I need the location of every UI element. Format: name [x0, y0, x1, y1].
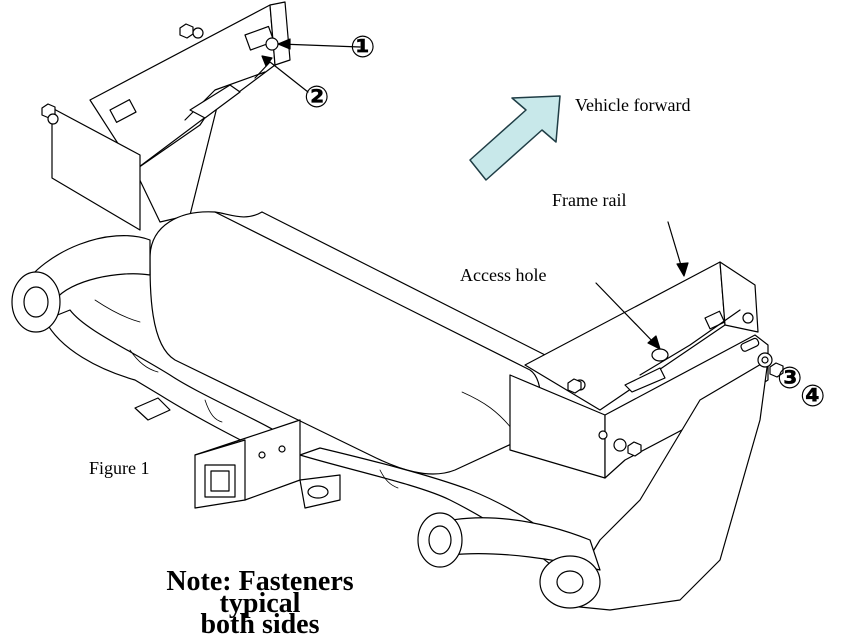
- callout-1: ①: [350, 30, 376, 65]
- right-fasteners: [567, 352, 784, 457]
- main-crossbar: [149, 211, 556, 475]
- left-side-bracket: [41, 1, 291, 231]
- callout-4: ④: [800, 379, 826, 414]
- vehicle-forward-label: Vehicle forward: [575, 95, 691, 115]
- callout-3: ③: [777, 361, 803, 396]
- receiver: [134, 397, 341, 509]
- right-side-bracket: [509, 261, 784, 611]
- vehicle-forward-arrow: [469, 95, 561, 181]
- leader-lines: [254, 38, 689, 350]
- left-nut-lower: [41, 103, 59, 125]
- frame-rail-label: Frame rail: [552, 190, 627, 210]
- access-hole-label: Access hole: [460, 265, 547, 285]
- note-line-2: both sides: [200, 608, 320, 640]
- fastener-note: Note: Fasteners typical both sides: [130, 566, 390, 640]
- note-line-1: Note: Fasteners typical: [166, 566, 354, 620]
- right-lower-tube: [417, 512, 601, 609]
- hitch-installation-diagram: Vehicle forward Frame rail Access hole F…: [11, 1, 826, 639]
- callout-2: ②: [304, 80, 330, 115]
- figure-caption: Figure 1: [89, 458, 150, 478]
- hitch-drawing: [11, 1, 784, 611]
- left-loop-tube: [11, 235, 301, 461]
- left-nut-upper: [179, 23, 204, 39]
